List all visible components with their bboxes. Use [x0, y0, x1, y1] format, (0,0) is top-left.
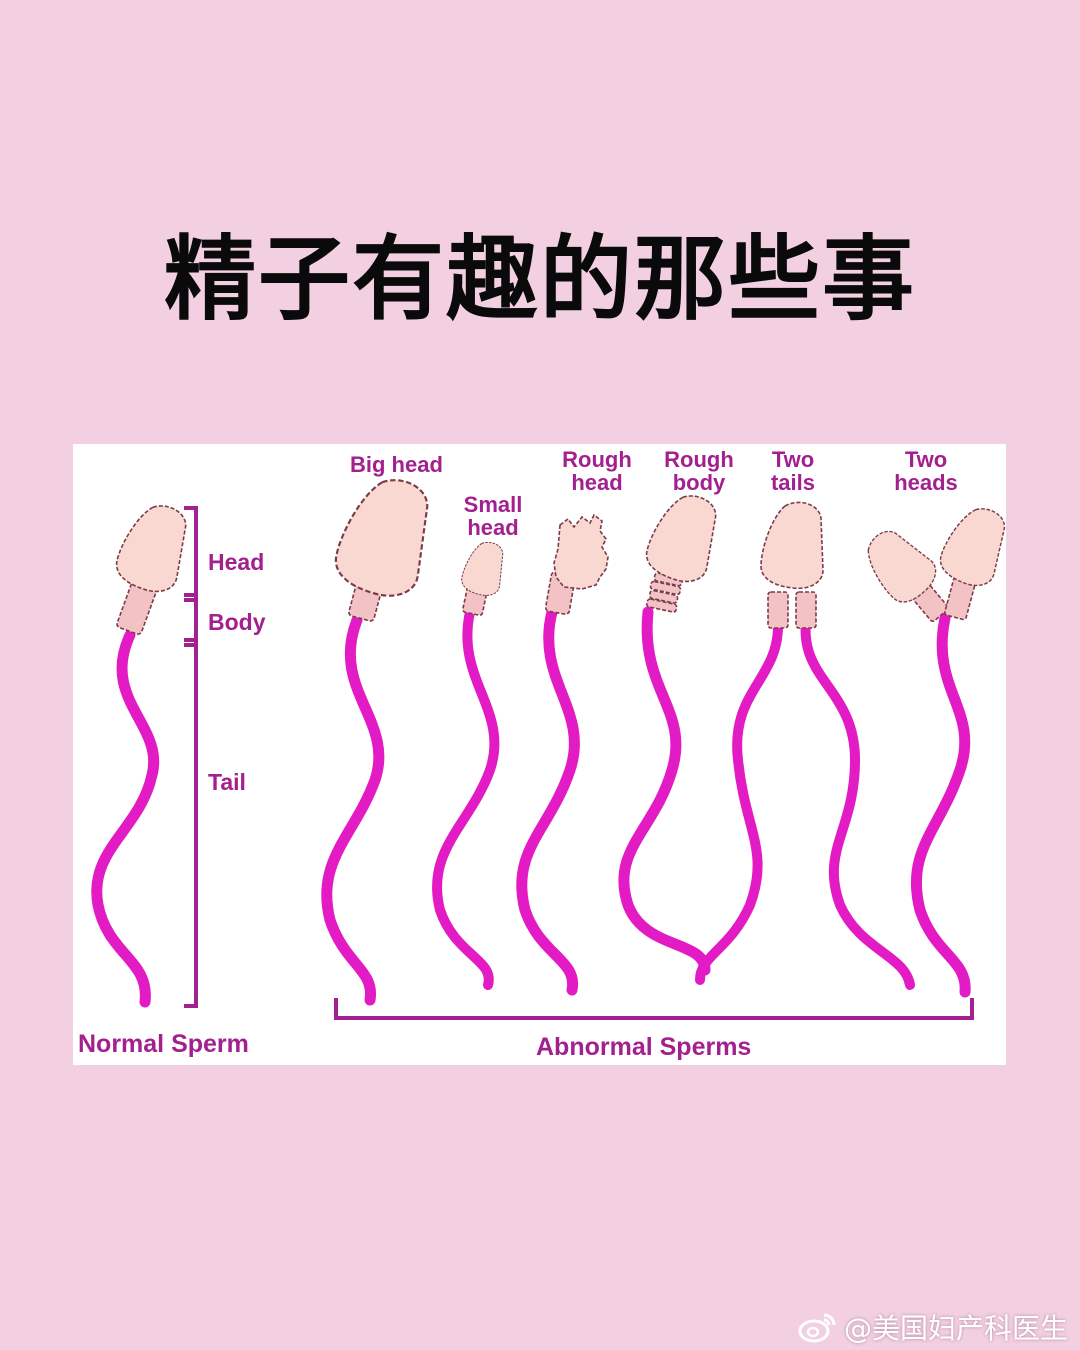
normal-bracket	[184, 506, 198, 1008]
normal-tail	[91, 629, 160, 1008]
type-label-two-heads: Two heads	[894, 447, 958, 495]
svg-text:tails: tails	[771, 470, 815, 495]
two-tails-sperm	[760, 501, 824, 629]
type-label-small-head: Small head	[464, 492, 523, 540]
type-label-big-head: Big head	[350, 452, 443, 477]
type-label-two-tails: Two tails	[771, 447, 815, 495]
svg-text:heads: heads	[894, 470, 958, 495]
svg-text:head: head	[467, 515, 518, 540]
page-title: 精子有趣的那些事	[163, 226, 916, 333]
small-head-sperm	[459, 538, 506, 617]
big-head-tail	[321, 614, 385, 1006]
two-heads-tail	[910, 612, 971, 998]
small-head-tail	[432, 607, 500, 990]
tail-label: Tail	[208, 769, 246, 795]
tails	[91, 606, 971, 1008]
rough-body-tail	[618, 606, 711, 976]
two-tails-right-tail	[800, 617, 915, 990]
body-label: Body	[208, 609, 266, 635]
big-head-sperm	[329, 470, 435, 622]
type-label-rough-body: Rough body	[664, 447, 734, 495]
two-heads-sperm	[852, 500, 1011, 622]
svg-text:Two: Two	[772, 447, 814, 472]
rough-head-sperm	[544, 513, 609, 615]
svg-text:body: body	[673, 470, 726, 495]
rough-body-sperm	[641, 487, 722, 613]
svg-text:Rough: Rough	[562, 447, 632, 472]
normal-sperm	[111, 497, 192, 635]
watermark-text: @美国妇产科医生	[843, 1312, 1068, 1345]
svg-text:head: head	[571, 470, 622, 495]
head-label: Head	[208, 549, 264, 575]
svg-text:Small: Small	[464, 492, 523, 517]
abnormal-bracket	[334, 998, 974, 1020]
rough-head-tail	[516, 606, 580, 996]
two-tails-left-tail	[695, 617, 784, 985]
type-label-rough-head: Rough head	[562, 447, 632, 495]
weibo-icon	[798, 1313, 836, 1343]
svg-text:Rough: Rough	[664, 447, 734, 472]
svg-text:Two: Two	[905, 447, 947, 472]
abnormal-sperms-label: Abnormal Sperms	[536, 1033, 751, 1061]
normal-sperm-label: Normal Sperm	[78, 1030, 249, 1058]
sperm-morphology-diagram: Head Body Tail Normal Sperm Abnormal Spe…	[73, 444, 1011, 1065]
watermark: @美国妇产科医生	[798, 1307, 1068, 1347]
